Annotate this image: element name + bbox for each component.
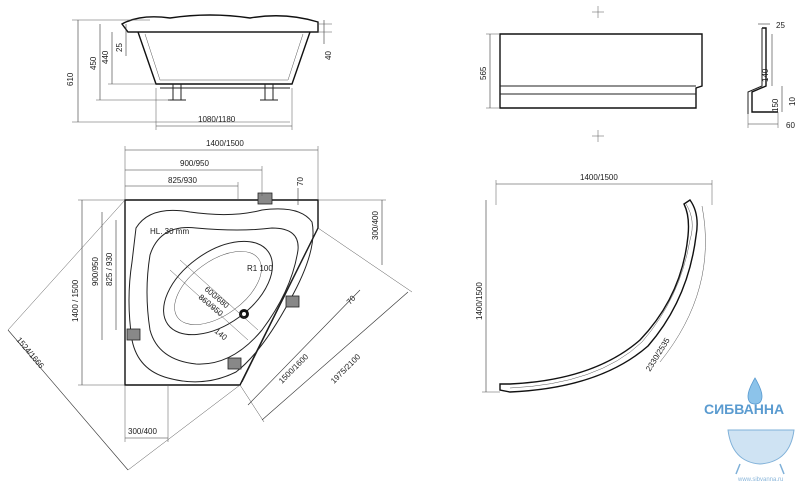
panel-section-view: 25 140 150 10 60 <box>747 21 797 130</box>
plan-dim-left-overall: 1400 / 1500 <box>71 279 80 322</box>
side-dim-40: 40 <box>324 51 333 60</box>
side-dim-25: 25 <box>115 43 124 52</box>
plan-dim-diag-left: 1524/1666 <box>14 336 46 371</box>
logo-url: www.sibvanna.ru <box>737 477 783 483</box>
water-drop-icon <box>747 377 763 405</box>
side-dim-width: 1080/1180 <box>198 115 236 124</box>
plan-dim-top-inner: 825/930 <box>168 176 197 185</box>
panel-section-dim-10: 10 <box>788 97 797 106</box>
side-view: 610 450 440 25 40 1080/1180 <box>66 14 333 130</box>
plan-label-hl: HL. 30 mm <box>150 227 189 236</box>
logo-name: СИБВАННА <box>704 401 784 417</box>
plan-label-radius: R1 100 <box>247 264 273 273</box>
side-dim-440: 440 <box>101 50 110 64</box>
plan-dim-300-400-bottom: 300/400 <box>128 427 157 436</box>
panel-plan-dim-top: 1400/1500 <box>580 173 618 182</box>
plan-dim-top-mid: 900/950 <box>180 159 209 168</box>
plan-dim-70-top: 70 <box>296 177 305 186</box>
panel-plan-dim-arc: 2330/2535 <box>644 336 672 373</box>
bathtub-icon <box>727 429 795 465</box>
plan-dim-left-mid: 900/950 <box>91 257 100 286</box>
plan-dim-70-right: 70 <box>345 293 358 306</box>
panel-front-view: 565 <box>479 6 703 142</box>
plan-dim-140: 140 <box>213 327 229 343</box>
panel-plan-view: 1400/1500 1400/1500 2330/2535 <box>475 173 713 393</box>
plan-view: 1400/1500 900/950 825/930 70 300/400 140… <box>7 139 413 471</box>
panel-section-dim-140: 140 <box>761 68 770 82</box>
plan-dim-left-inner: 825 / 930 <box>105 252 114 286</box>
panel-section-dim-25: 25 <box>776 21 785 30</box>
plan-dim-diag-bottom: 1500/1600 <box>277 352 310 385</box>
brand-logo: СИБВАННА www.sibvanna.ru <box>704 377 795 483</box>
plan-dim-top-overall: 1400/1500 <box>206 139 244 148</box>
panel-section-dim-60: 60 <box>786 121 795 130</box>
panel-section-dim-150: 150 <box>771 98 780 112</box>
plan-dim-300-400-right: 300/400 <box>371 211 380 240</box>
panel-front-dim-565: 565 <box>479 66 488 80</box>
side-dim-450: 450 <box>89 56 98 70</box>
panel-plan-dim-left: 1400/1500 <box>475 282 484 320</box>
side-dim-610: 610 <box>66 72 75 86</box>
